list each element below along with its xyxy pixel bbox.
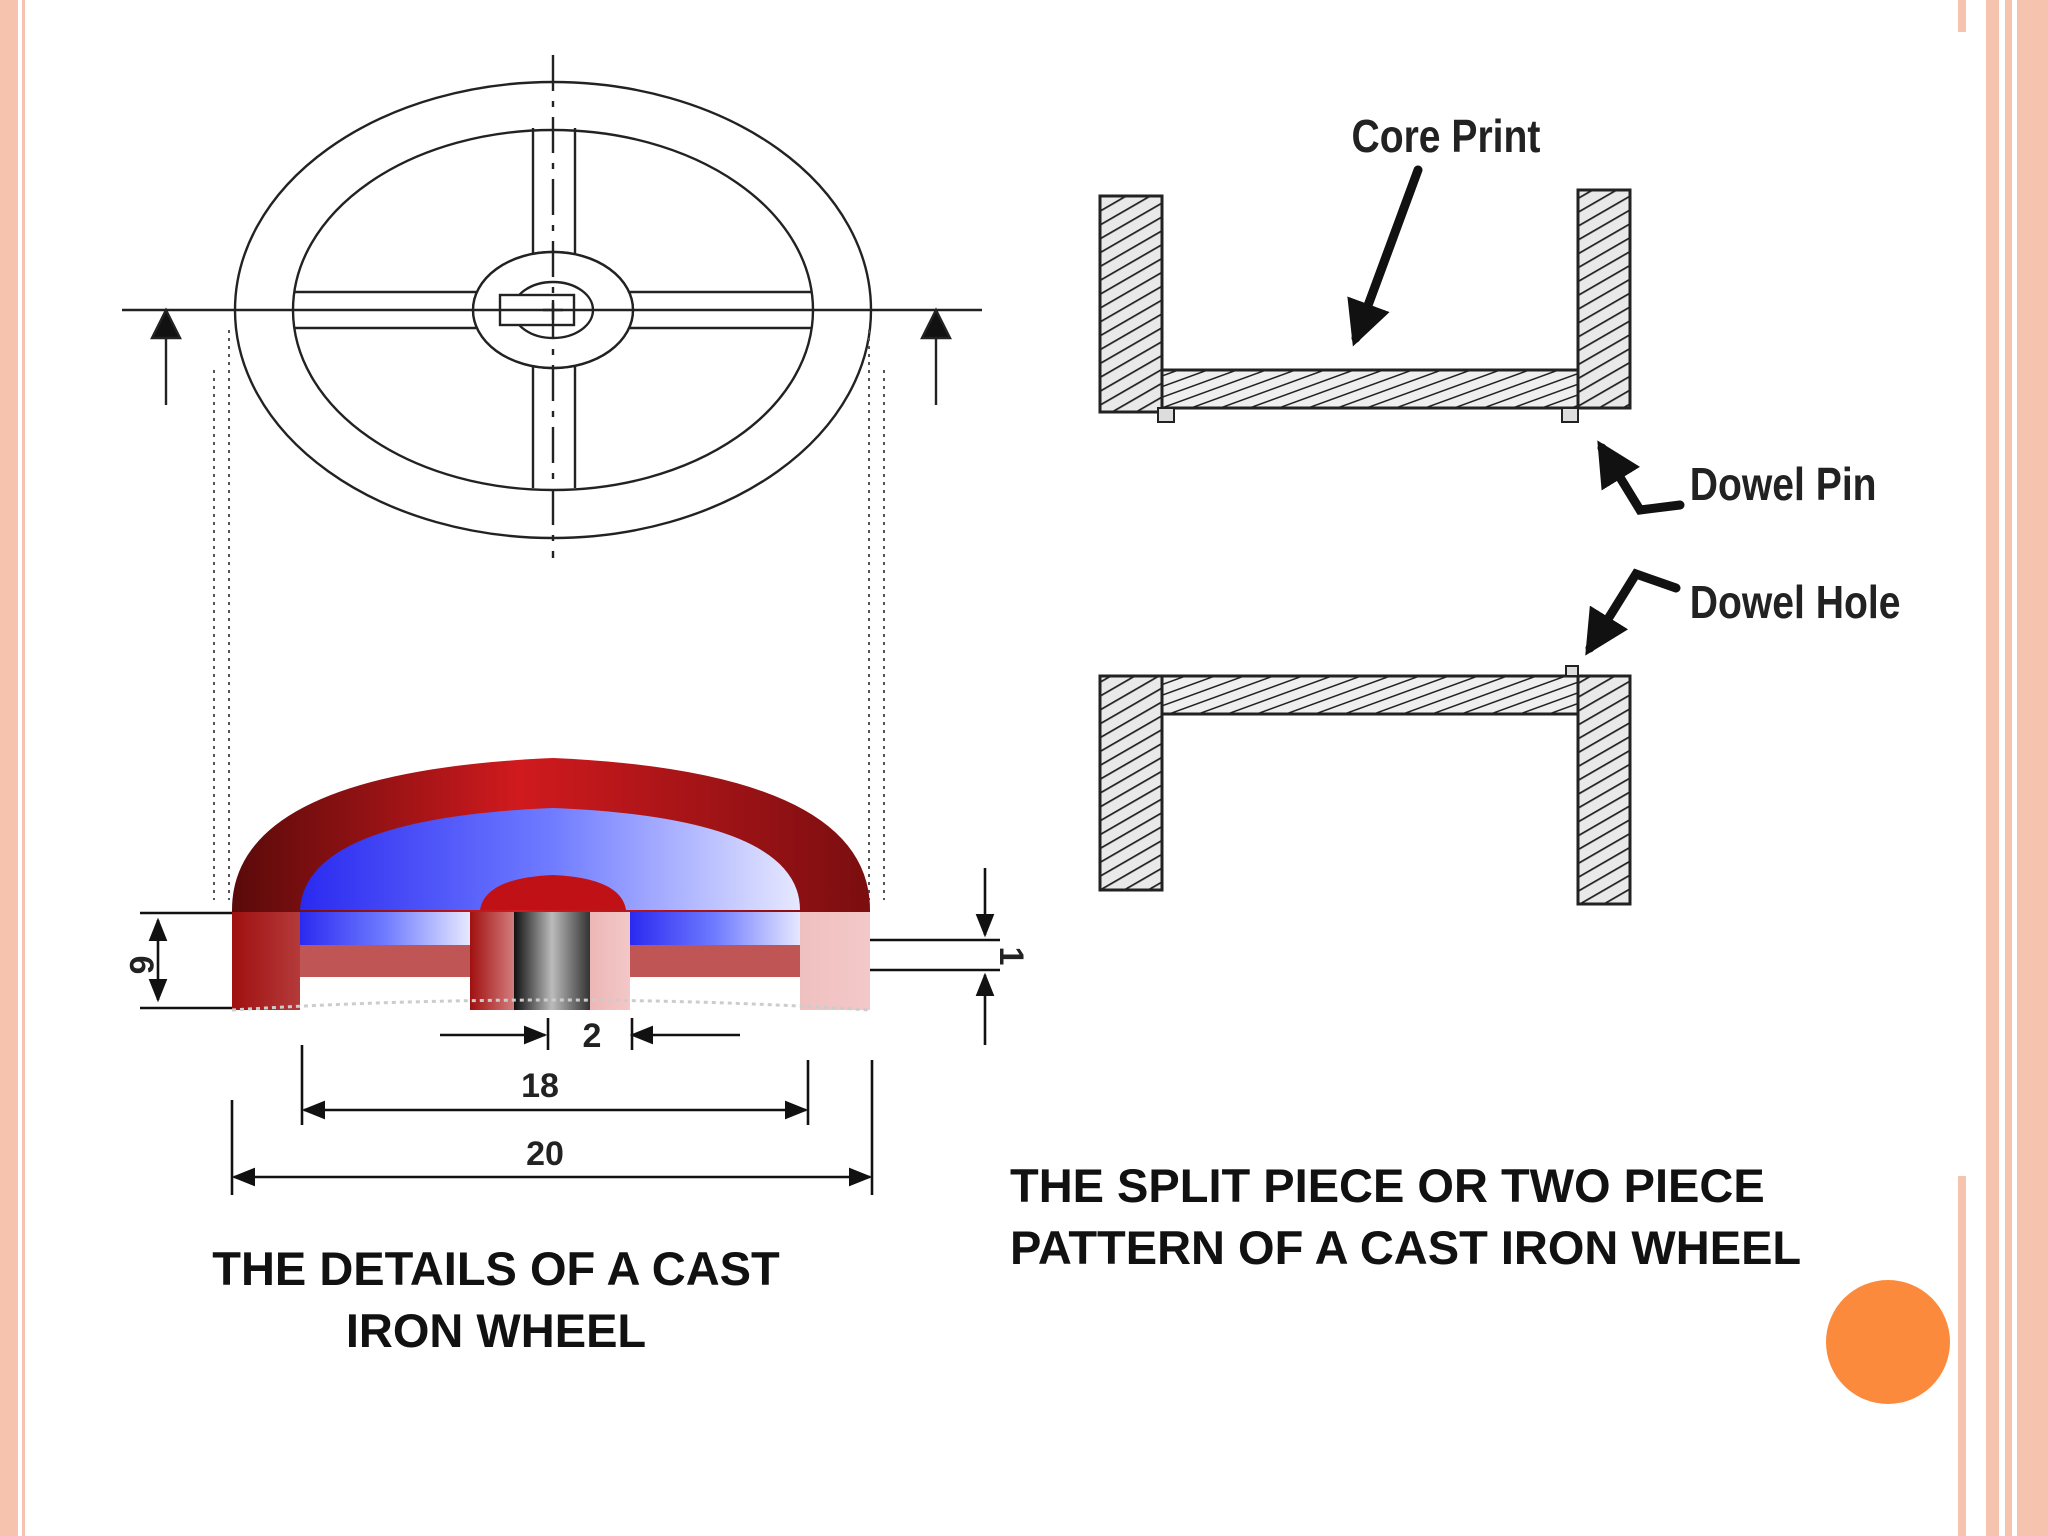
pattern-lower-half: [1098, 665, 1632, 906]
left-border-line: [22, 0, 25, 1536]
split-pattern-caption-line2: PATTERN OF A CAST IRON WHEEL: [1010, 1221, 1802, 1274]
dowel-pin-leader: [1597, 440, 1685, 515]
cast-iron-wheel-diagram: 6 1 2 18 20: [122, 55, 1030, 1195]
right-border-gap-2: [2012, 0, 2017, 1536]
dim-flange-label: 1: [992, 947, 1030, 966]
orange-circle-decoration: [1826, 1280, 1950, 1404]
left-border-band: [0, 0, 18, 1536]
split-pattern-caption-line1: THE SPLIT PIECE OR TWO PIECE: [1010, 1159, 1765, 1212]
dim-bore-label: 2: [583, 1017, 602, 1055]
cast-iron-wheel-caption-line1: THE DETAILS OF A CAST: [212, 1242, 780, 1295]
right-border-band: [1986, 0, 2048, 1536]
dim-outer-width-label: 20: [526, 1135, 564, 1173]
dowel-pin-label: Dowel Pin: [1690, 459, 1877, 511]
bottom-accent-bar: [1958, 1176, 1966, 1536]
core-print-label: Core Print: [1352, 111, 1541, 163]
cast-iron-wheel-caption: THE DETAILS OF A CAST IRON WHEEL: [176, 1238, 816, 1362]
right-border-gap: [1999, 0, 2005, 1536]
split-pattern-caption: THE SPLIT PIECE OR TWO PIECE PATTERN OF …: [1010, 1155, 1801, 1279]
pattern-upper-half: [1098, 188, 1632, 423]
cast-iron-wheel-caption-line2: IRON WHEEL: [345, 1304, 647, 1357]
dim-inner-width-label: 18: [521, 1067, 559, 1105]
dim-height-label: 6: [122, 956, 160, 975]
dowel-hole-leader: [1585, 568, 1681, 656]
top-accent-bar: [1958, 0, 1966, 32]
wheel-section-view: [231, 758, 871, 1012]
core-print-leader: [1347, 165, 1423, 347]
dowel-hole-label: Dowel Hole: [1690, 577, 1901, 629]
wheel-plan-view: [122, 55, 982, 558]
split-pattern-diagram: Core Print Dowel Pin Dowel Hole: [1098, 111, 1901, 906]
